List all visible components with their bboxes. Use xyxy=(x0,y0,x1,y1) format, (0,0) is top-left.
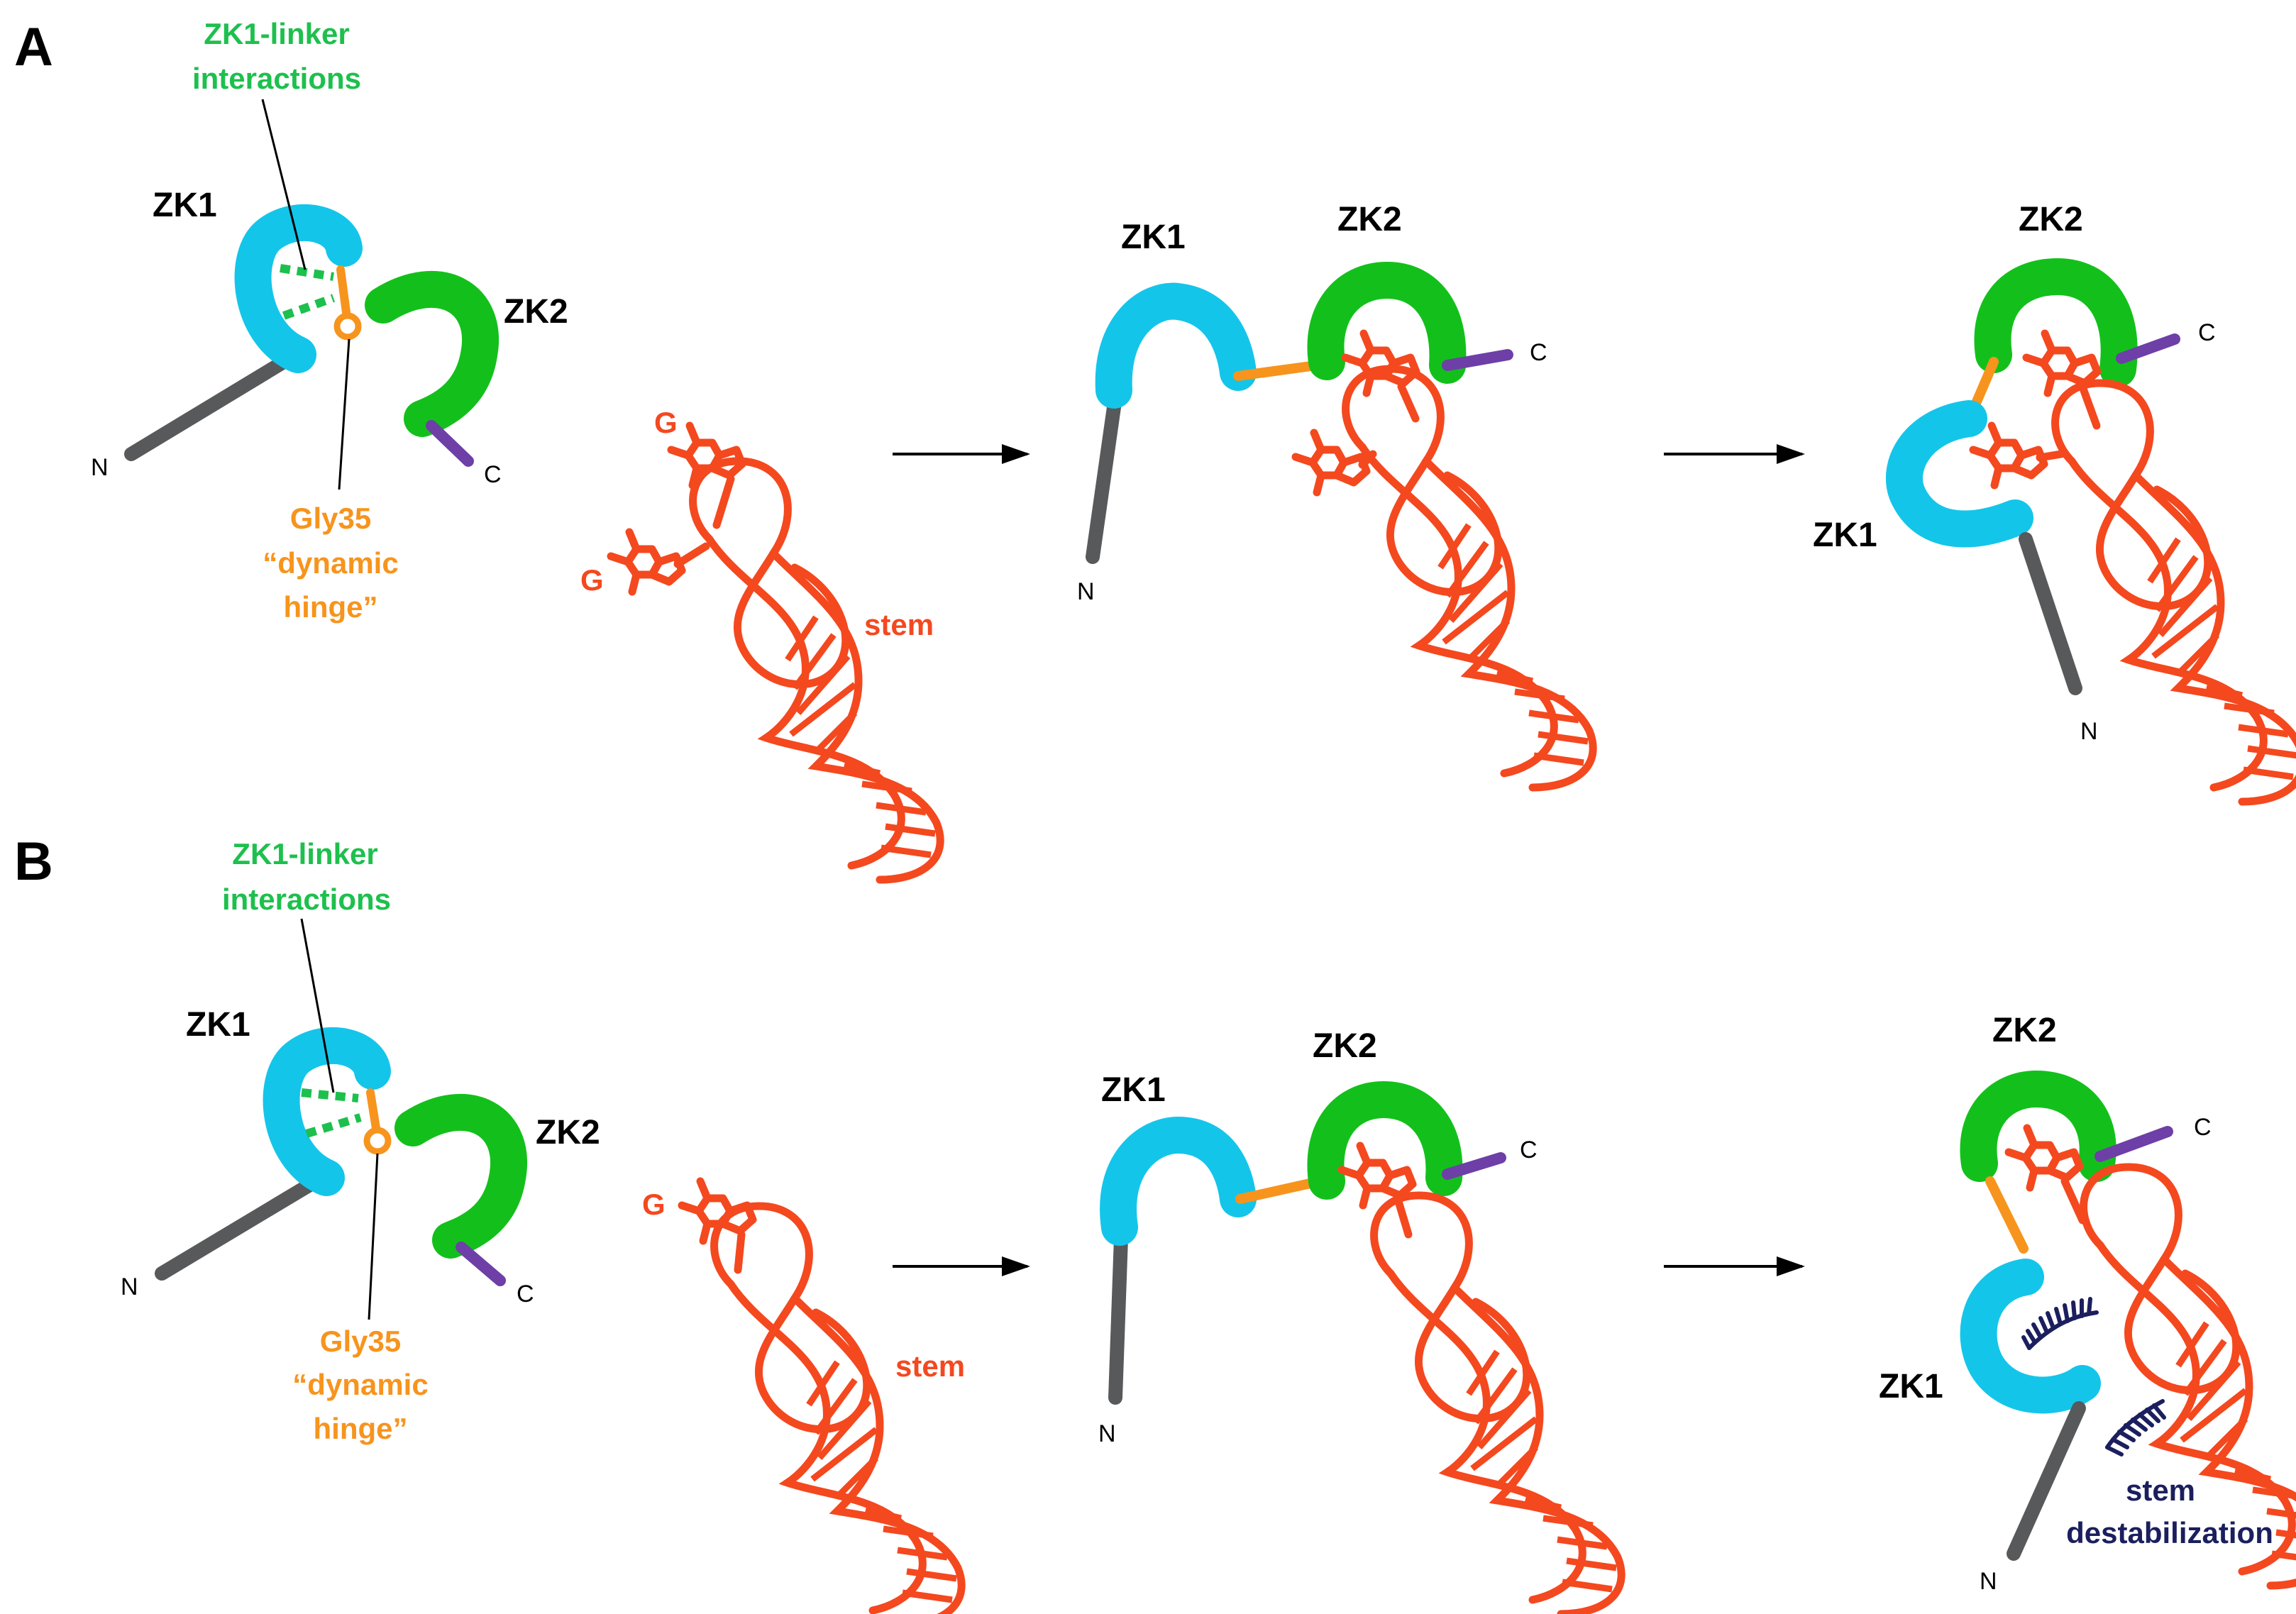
zk1-linker-interaction xyxy=(282,294,336,320)
guanine-label: G xyxy=(642,1188,666,1221)
interactions-pointer xyxy=(300,918,335,1093)
n-terminus-label: N xyxy=(1077,578,1095,605)
zk2-domain xyxy=(1307,1080,1463,1200)
gly35-hinge xyxy=(333,312,362,341)
c-terminal-tail xyxy=(456,1242,506,1286)
panel-b-stem-destabilization: ZK1 ZK2 N C stem destabilization xyxy=(1879,1012,2296,1595)
zk1-domain xyxy=(1100,1116,1257,1246)
n-terminus-label: N xyxy=(121,1273,138,1300)
zk1-label: ZK1 xyxy=(1879,1368,1943,1405)
c-terminus-label: C xyxy=(2198,319,2216,346)
stem-label: stem xyxy=(895,1349,965,1383)
c-terminal-tail xyxy=(2094,1126,2173,1162)
c-terminus-label: C xyxy=(1520,1137,1538,1163)
zk2-domain xyxy=(1974,258,2138,387)
hinge-label: hinge” xyxy=(284,590,378,624)
panel-a-fully-bound: ZK1 ZK2 N C xyxy=(1813,201,2296,802)
zk1-domain xyxy=(1095,282,1257,409)
hinge-label: Gly35 xyxy=(290,502,371,535)
zk2-domain xyxy=(365,270,499,437)
panel-b: B ZK1-linker interactions ZK1 ZK2 N C Gl… xyxy=(14,831,2296,1614)
n-terminal-tail xyxy=(124,355,291,461)
n-terminal-tail xyxy=(1086,390,1122,564)
gly35-hinge xyxy=(363,1127,392,1155)
panel-b-free-protein: ZK1-linker interactions ZK1 ZK2 N C Gly3… xyxy=(121,837,600,1445)
c-terminal-tail xyxy=(426,420,474,467)
panel-a-letter: A xyxy=(14,17,53,77)
stem-label: stem xyxy=(864,608,934,641)
zk2-label: ZK2 xyxy=(1313,1027,1377,1065)
n-terminal-tail xyxy=(1108,1231,1128,1405)
c-terminus-label: C xyxy=(1530,339,1547,366)
destabilization-label: destabilization xyxy=(2066,1516,2273,1549)
linker xyxy=(1985,1176,2029,1254)
zk1-domain xyxy=(1886,400,2033,548)
zk2-domain xyxy=(1960,1070,2116,1182)
c-terminal-tail xyxy=(2116,333,2180,364)
c-terminus-label: C xyxy=(484,461,502,488)
interactions-label: ZK1-linker xyxy=(232,837,377,870)
zk1-linker-interaction xyxy=(305,1113,362,1138)
interactions-pointer xyxy=(261,99,307,270)
linker xyxy=(1233,360,1321,381)
hinge-label: hinge” xyxy=(314,1412,408,1445)
hinge-label: Gly35 xyxy=(320,1325,401,1358)
zk2-domain xyxy=(394,1093,527,1259)
interactions-label: interactions xyxy=(222,883,391,916)
panel-a-zk2-bound: ZK1 ZK2 N C xyxy=(1077,201,1593,787)
n-terminus-label: N xyxy=(1098,1420,1116,1447)
bound-rna xyxy=(1296,333,1593,787)
zk1-label: ZK1 xyxy=(1813,516,1877,554)
zk1-label: ZK1 xyxy=(186,1006,250,1044)
hinge-label: “dynamic xyxy=(263,546,398,580)
zk1-domain xyxy=(1960,1259,2101,1414)
zk1-linker-interaction xyxy=(301,1088,359,1102)
zk2-label: ZK2 xyxy=(1337,201,1402,238)
bound-rna xyxy=(2009,1128,2296,1586)
panel-a-free-protein: ZK1-linker interactions ZK1 ZK2 N C Gly3… xyxy=(91,17,568,624)
interactions-label: interactions xyxy=(192,62,361,95)
n-terminus-label: N xyxy=(1980,1568,1997,1595)
n-terminal-tail xyxy=(2007,1401,2086,1561)
zk2-domain xyxy=(1307,261,1467,384)
zk1-label: ZK1 xyxy=(1101,1071,1166,1109)
guanine-label: G xyxy=(654,406,678,439)
n-terminal-tail xyxy=(155,1176,319,1281)
c-terminus-label: C xyxy=(517,1281,534,1308)
zk2-label: ZK2 xyxy=(536,1114,600,1151)
bound-rna xyxy=(1342,1146,1621,1614)
zk1-linker-interaction xyxy=(280,264,334,281)
hinge-pointer xyxy=(338,338,351,490)
zk1-label: ZK1 xyxy=(1121,219,1186,256)
c-terminal-tail xyxy=(1442,349,1513,371)
interactions-label: ZK1-linker xyxy=(204,17,349,50)
zk2-label: ZK2 xyxy=(2019,201,2083,238)
zk1-label: ZK1 xyxy=(153,187,217,224)
hinge-pointer xyxy=(368,1153,379,1320)
linker xyxy=(1235,1176,1325,1204)
panel-b-letter: B xyxy=(14,831,53,892)
c-terminal-tail xyxy=(1442,1152,1506,1180)
panel-b-zk2-bound: ZK1 ZK2 N C xyxy=(1098,1027,1621,1614)
n-terminus-label: N xyxy=(2080,718,2098,745)
guanine-label: G xyxy=(580,563,604,597)
panel-a: A ZK1-linker interactions ZK1 ZK2 N C Gl… xyxy=(14,17,2296,880)
zk1-domain xyxy=(263,1027,391,1196)
zk2-label: ZK2 xyxy=(1992,1012,2057,1049)
n-terminal-tail xyxy=(2019,532,2082,695)
c-terminus-label: C xyxy=(2194,1114,2212,1141)
zk1-domain xyxy=(234,204,363,373)
hinge-label: “dynamic xyxy=(292,1368,428,1401)
panel-b-free-rna: G stem xyxy=(642,1181,965,1614)
bound-rna xyxy=(1973,333,2296,802)
destabilization-label: stem xyxy=(2126,1474,2195,1507)
destabilization-marks xyxy=(2021,1297,2166,1457)
zk2-label: ZK2 xyxy=(504,293,568,331)
n-terminus-label: N xyxy=(91,454,109,481)
panel-a-free-rna: G G stem xyxy=(580,406,940,880)
